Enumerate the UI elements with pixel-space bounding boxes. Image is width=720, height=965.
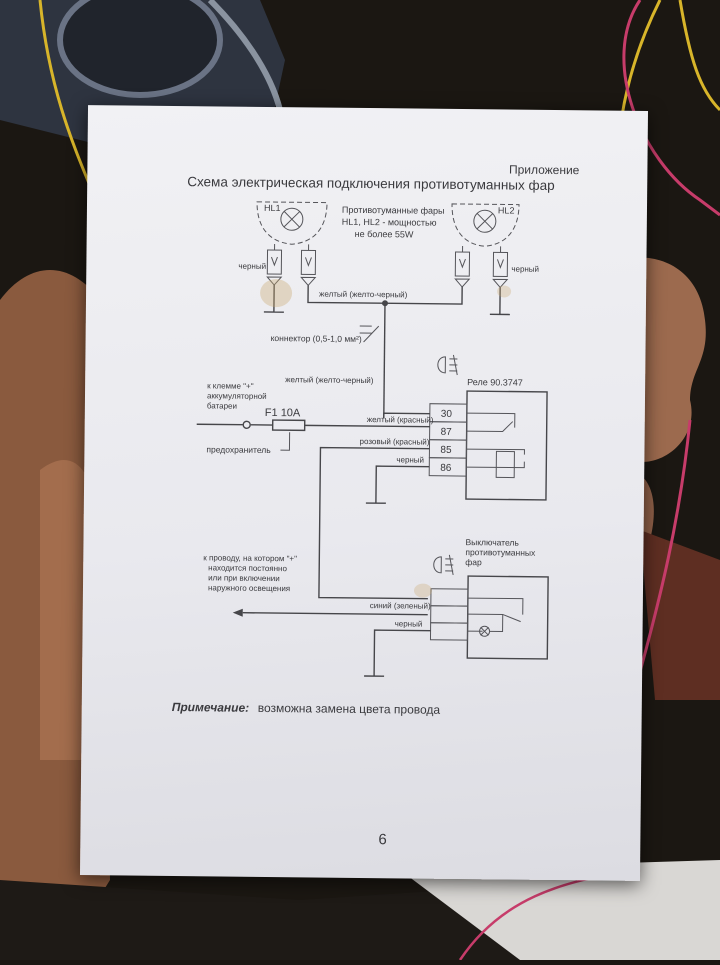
fuse-label: F1 10A bbox=[265, 407, 301, 419]
source-label-line1: к проводу, на котором "+" bbox=[203, 553, 297, 563]
wire-label-black-left: черный bbox=[238, 262, 266, 271]
battery-label-line1: к клемме "+" bbox=[207, 381, 254, 390]
lamp-description-line1: Противотуманные фары bbox=[342, 205, 445, 216]
wire-label-yellow-red: желтый (красный) bbox=[367, 415, 434, 425]
page-number: 6 bbox=[378, 831, 387, 848]
wire-label-connector: коннектор (0,5-1,0 мм²) bbox=[271, 333, 362, 344]
hl1-label: HL1 bbox=[264, 203, 281, 213]
wire-label-blue-green: синий (зеленый) bbox=[370, 601, 431, 611]
switch-label-line1: Выключатель bbox=[465, 537, 519, 548]
source-label-line2: находится постоянно bbox=[208, 563, 287, 573]
wire-label-black-relay: черный bbox=[396, 455, 424, 464]
lamp-description-line3: не более 55W bbox=[355, 229, 414, 240]
note-text: возможна замена цвета провода bbox=[258, 701, 441, 717]
diagram-title: Схема электрическая подключения противот… bbox=[187, 174, 555, 193]
source-label-line4: наружного освещения bbox=[208, 583, 290, 593]
relay-pin-87: 87 bbox=[441, 427, 453, 438]
fog-light-switch: Выключатель противотуманных фар bbox=[429, 537, 549, 660]
battery-label-line2: аккумуляторной bbox=[207, 391, 267, 401]
fog-light-icon-relay bbox=[437, 354, 458, 376]
switch-label-line3: фар bbox=[465, 557, 482, 567]
lamp-connectors bbox=[266, 244, 509, 289]
wire-label-yellow-black-top: желтый (желто-черный) bbox=[319, 290, 408, 300]
appendix-label: Приложение bbox=[509, 163, 580, 178]
switch-label-line2: противотуманных bbox=[465, 547, 536, 558]
instruction-sheet: Приложение Схема электрическая подключен… bbox=[79, 105, 649, 881]
fog-lamp-hl2: HL2 bbox=[451, 203, 520, 247]
wire-label-black-switch: черный bbox=[395, 619, 423, 628]
lamp-description-line2: HL1, HL2 - мощностью bbox=[342, 217, 437, 228]
hl2-label: HL2 bbox=[498, 205, 515, 215]
note-label: Примечание: bbox=[172, 700, 250, 715]
relay-pin-85: 85 bbox=[440, 445, 452, 456]
wire-label-black-right: черный bbox=[511, 265, 539, 274]
wire-label-yellow-black-mid: желтый (желто-черный) bbox=[285, 375, 374, 385]
relay-label: Реле 90.3747 bbox=[467, 377, 523, 388]
fog-lamp-hl1: HL1 bbox=[256, 201, 328, 245]
wire-label-pink-red: розовый (красный) bbox=[359, 437, 429, 447]
relay-pin-30: 30 bbox=[441, 409, 453, 420]
wiring-diagram: Приложение Схема электрическая подключен… bbox=[172, 163, 580, 849]
fuse-caption: предохранитель bbox=[206, 444, 271, 455]
fog-light-icon-switch bbox=[433, 554, 454, 576]
relay-pin-86: 86 bbox=[440, 463, 452, 474]
battery-label-line3: батареи bbox=[207, 401, 237, 410]
source-label-line3: или при включении bbox=[208, 573, 280, 583]
relay-90-3747: 30 87 85 86 Реле 90.3747 bbox=[428, 377, 548, 501]
